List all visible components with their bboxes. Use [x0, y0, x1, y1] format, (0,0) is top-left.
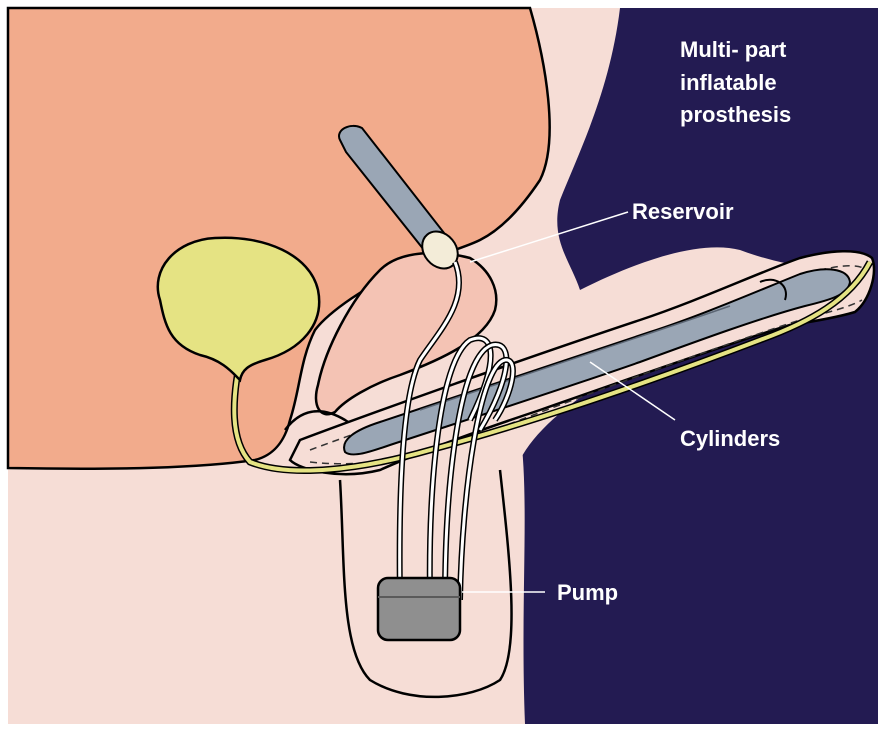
title-line-3: prosthesis — [680, 102, 791, 127]
pump-label: Pump — [557, 580, 618, 605]
pump-body — [378, 578, 460, 640]
reservoir-label: Reservoir — [632, 199, 734, 224]
title-line-1: Multi- part — [680, 37, 787, 62]
title-line-2: inflatable — [680, 70, 777, 95]
cylinders-label: Cylinders — [680, 426, 780, 451]
